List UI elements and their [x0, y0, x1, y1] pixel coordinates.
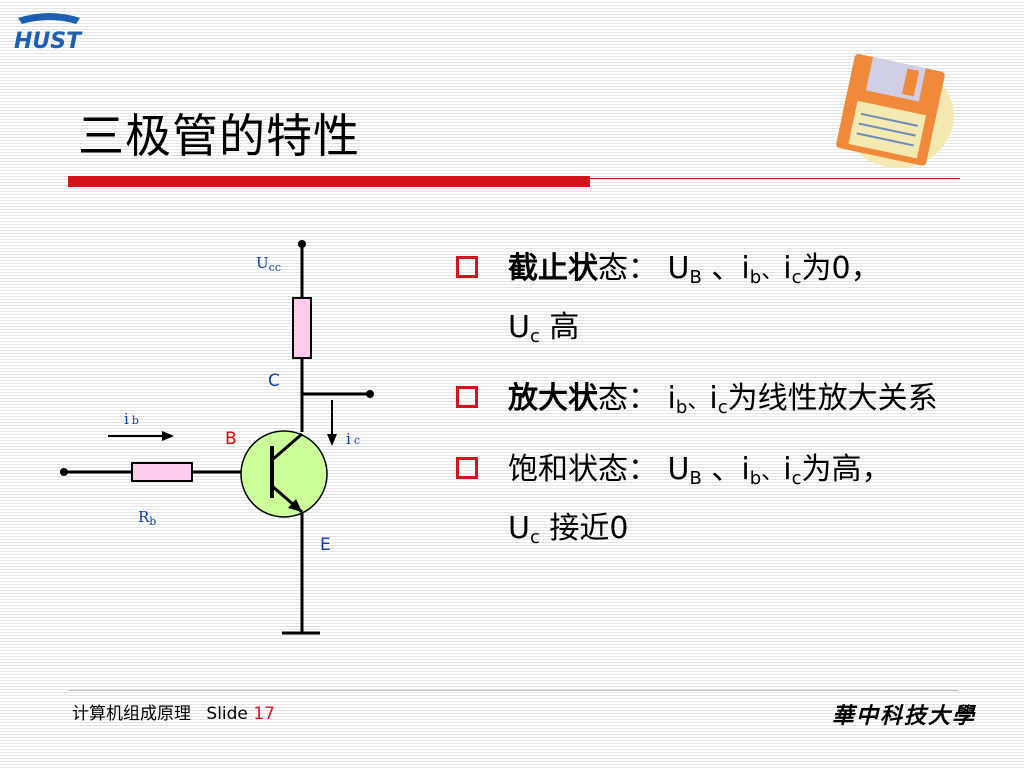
bullet-box-icon [456, 386, 478, 408]
transistor-symbol [240, 430, 328, 518]
slide-number: 17 [253, 704, 275, 724]
output-terminal-dot [366, 390, 374, 398]
footer: 计算机组成原理 Slide 17 [72, 699, 275, 724]
bullet-box-icon [456, 256, 478, 278]
transistor-states-list: 截止状态： UB 、ib、ic为0，Uc 高 放大状态： ib、ic为线性放大关… [456, 244, 996, 575]
bullet-box-icon [456, 457, 478, 479]
page-title: 三极管的特性 [78, 109, 360, 163]
course-name: 计算机组成原理 [72, 704, 191, 724]
list-item-amplify: 放大状态： ib、ic为线性放大关系 [456, 374, 996, 433]
saturation-description: UB 、ib、ic为高，Uc 接近0 [508, 452, 892, 548]
footer-divider [68, 690, 958, 691]
title-underline-thin [590, 178, 960, 179]
floppy-disk-icon [836, 54, 954, 168]
amplify-description: ib、ic为线性放大关系 [667, 381, 938, 418]
base-resistor [131, 462, 193, 482]
label-e: E [320, 535, 331, 555]
label-rb: Rb [138, 508, 156, 528]
cutoff-description: UB 、ib、ic为0，Uc 高 [508, 251, 881, 347]
logo-text: HUST [14, 29, 83, 52]
label-ucc: Ucc [256, 254, 281, 274]
label-b: B [225, 429, 237, 449]
university-name: 華中科技大學 [832, 703, 977, 729]
collector-resistor [292, 297, 312, 359]
title-underline-red [68, 176, 590, 187]
list-item-saturation: 饱和状态： UB 、ib、ic为高，Uc 接近0 [456, 445, 996, 563]
hust-logo-icon: HUST [14, 13, 83, 52]
slide-label: Slide [206, 704, 248, 724]
label-c: C [268, 371, 280, 391]
list-item-cutoff: 截止状态： UB 、ib、ic为0，Uc 高 [456, 244, 996, 362]
